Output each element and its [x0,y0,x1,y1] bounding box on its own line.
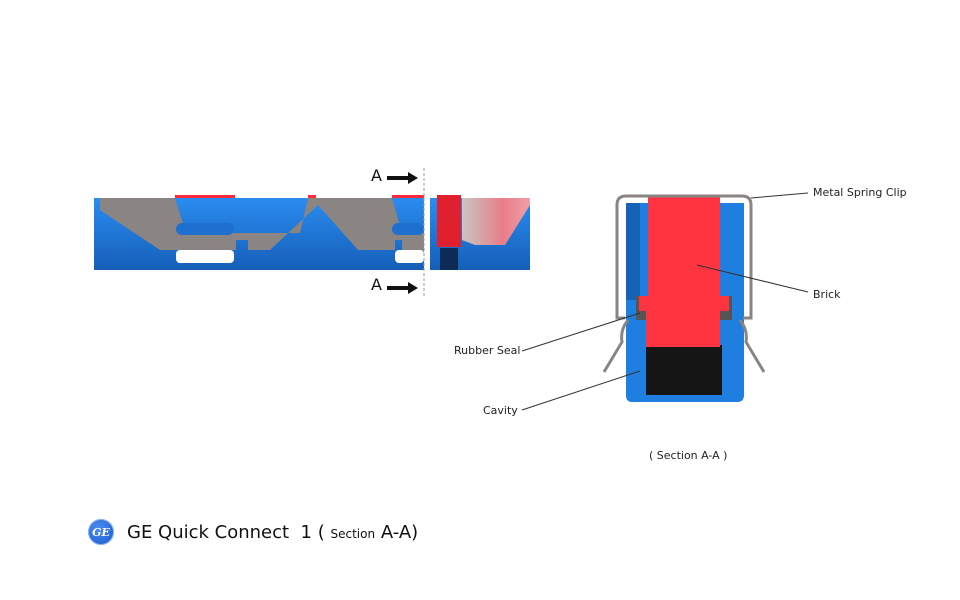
footer-title: GE Quick Connect 1 ( Section A-A) [127,522,418,543]
callout-rubber-seal: Rubber Seal [454,344,521,357]
callout-brick: Brick [813,288,841,301]
ge-logo-icon: GE [88,519,114,545]
section-marker-top: A [371,166,382,185]
footer-title-block: GE GE Quick Connect 1 ( Section A-A) [88,519,418,545]
section-word: Section [330,526,376,541]
product-number: 1 [300,521,312,543]
section-id: A-A [380,521,412,543]
callout-metal-spring-clip: Metal Spring Clip [813,186,907,199]
paren-open: ( [317,521,325,543]
callout-cavity: Cavity [483,404,518,417]
section-caption: ( Section A-A ) [649,449,728,462]
section-marker-bottom: A [371,275,382,294]
paren-close: ) [411,521,419,543]
product-name: GE Quick Connect [127,521,290,543]
